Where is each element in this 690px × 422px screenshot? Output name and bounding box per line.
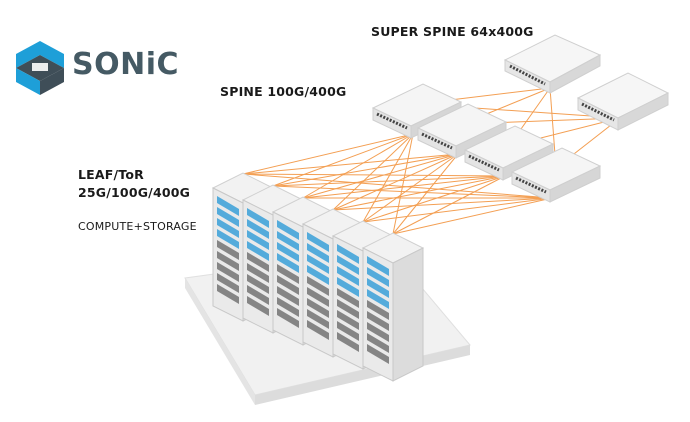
link-spine2-rack6 (392, 153, 459, 235)
link-spine1-rack4 (332, 133, 414, 211)
link-spine3-rack6 (392, 175, 506, 235)
spine-switch-4 (510, 147, 602, 203)
link-spine1-rack2 (272, 133, 414, 187)
link-spine3-rack1 (242, 173, 506, 177)
spine-label: SPINE 100G/400G (220, 84, 347, 99)
link-spine2-rack5 (362, 153, 459, 223)
link-spine2-rack3 (302, 153, 459, 199)
link-spine3-rack4 (332, 175, 506, 211)
link-spine1-rack6 (392, 133, 414, 235)
link-spine2-rack1 (242, 153, 459, 175)
leaf-label-line1: LEAF/ToR (78, 167, 144, 182)
super-spine-switch-2 (576, 72, 670, 131)
link-spine4-rack6 (392, 197, 553, 235)
link-spine2-rack4 (332, 153, 459, 211)
link-spine3-rack5 (362, 175, 506, 223)
network-links (242, 87, 621, 235)
link-spine1-rack5 (362, 133, 414, 223)
link-spine4-rack1 (242, 173, 553, 199)
link-spine3-rack2 (272, 175, 506, 187)
link-spine1-rack3 (302, 133, 414, 199)
spine-switches (371, 83, 602, 203)
link-spine2-rack2 (272, 153, 459, 187)
compute-storage-label: COMPUTE+STORAGE (78, 220, 197, 233)
logo-wordmark: SONiC (72, 47, 180, 82)
link-spine1-rack1 (242, 133, 414, 175)
leaf-racks (211, 172, 425, 382)
link-spine4-rack5 (362, 197, 553, 223)
link-spine4-rack4 (332, 197, 553, 211)
sonic-logo-icon (16, 41, 64, 95)
super-spine-label: SUPER SPINE 64x400G (371, 24, 534, 39)
super-spine-switch-1 (503, 34, 602, 94)
link-spine4-rack2 (272, 185, 553, 199)
server-rack-6 (361, 232, 425, 382)
leaf-label-line2: 25G/100G/400G (78, 185, 191, 200)
